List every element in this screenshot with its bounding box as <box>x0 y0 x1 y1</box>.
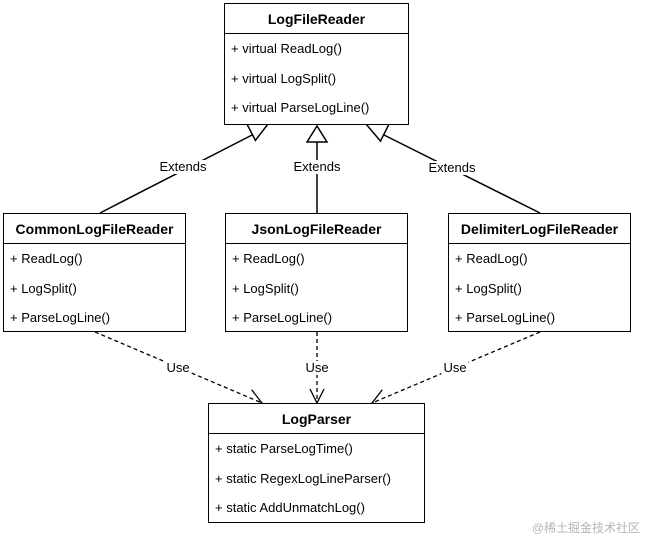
method-list: + ReadLog() + LogSplit() + ParseLogLine(… <box>226 244 407 333</box>
extends-arrowhead-delimiter <box>364 122 391 143</box>
class-common-log-file-reader: CommonLogFileReader + ReadLog() + LogSpl… <box>3 213 186 332</box>
method-parse-log-line: + ParseLogLine() <box>232 310 333 325</box>
extends-label-json: Extends <box>291 159 343 174</box>
method-read-log: + ReadLog() <box>232 251 305 266</box>
extends-arrowhead-common <box>244 121 270 142</box>
class-delimiter-log-file-reader: DelimiterLogFileReader + ReadLog() + Log… <box>448 213 631 332</box>
class-log-parser: LogParser + static ParseLogTime() + stat… <box>208 403 425 523</box>
class-title: CommonLogFileReader <box>4 214 185 244</box>
method-add-unmatch-log: + static AddUnmatchLog() <box>215 500 365 515</box>
method-list: + ReadLog() + LogSplit() + ParseLogLine(… <box>4 244 185 333</box>
method-read-log: + ReadLog() <box>455 251 528 266</box>
use-label-delimiter: Use <box>441 360 469 375</box>
class-json-log-file-reader: JsonLogFileReader + ReadLog() + LogSplit… <box>225 213 408 332</box>
method-log-split: + LogSplit() <box>10 280 77 296</box>
extends-label-common: Extends <box>157 159 209 174</box>
method-parse-log-line: + ParseLogLine() <box>10 310 111 325</box>
method-regex-log-line-parser: + static RegexLogLineParser() <box>215 470 391 486</box>
method-list: + static ParseLogTime() + static RegexLo… <box>209 434 424 523</box>
class-title: DelimiterLogFileReader <box>449 214 630 244</box>
method-read-log: + virtual ReadLog() <box>231 41 342 56</box>
extends-arrowhead-json <box>305 124 329 143</box>
class-title: LogParser <box>209 404 424 434</box>
method-read-log: + ReadLog() <box>10 251 83 266</box>
class-title: LogFileReader <box>225 4 408 34</box>
use-label-common: Use <box>164 360 192 375</box>
use-label-json: Use <box>303 360 331 375</box>
method-list: + virtual ReadLog() + virtual LogSplit()… <box>225 34 408 123</box>
method-parse-log-line: + ParseLogLine() <box>455 310 556 325</box>
method-parse-log-time: + static ParseLogTime() <box>215 441 353 456</box>
method-log-split: + LogSplit() <box>455 280 522 296</box>
method-log-split: + LogSplit() <box>232 280 299 296</box>
method-log-split: + virtual LogSplit() <box>231 70 337 86</box>
extends-label-delimiter: Extends <box>426 160 478 175</box>
method-list: + ReadLog() + LogSplit() + ParseLogLine(… <box>449 244 630 333</box>
watermark: @稀土掘金技术社区 <box>531 521 640 535</box>
use-edge-common <box>94 331 263 404</box>
class-log-file-reader: LogFileReader + virtual ReadLog() + virt… <box>224 3 409 125</box>
class-title: JsonLogFileReader <box>226 214 407 244</box>
method-parse-log-line: + virtual ParseLogLine() <box>231 100 370 115</box>
